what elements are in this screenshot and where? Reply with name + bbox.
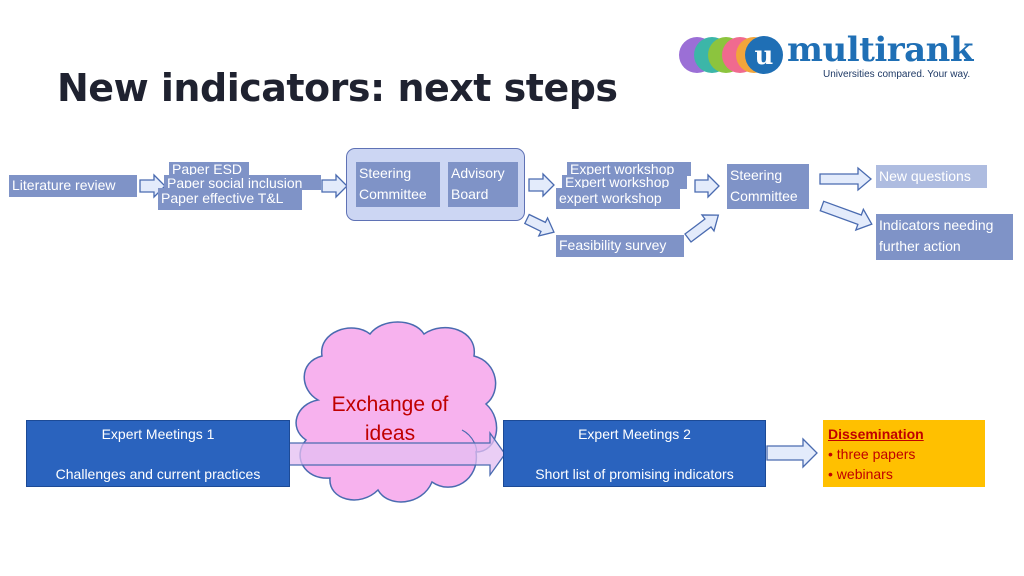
logo-tagline: Universities compared. Your way. bbox=[823, 69, 971, 80]
steering-committee-box: Steering Committee bbox=[356, 162, 440, 207]
arrow-icon bbox=[288, 430, 506, 478]
new-questions-box: New questions bbox=[876, 165, 987, 188]
dissemination-list: three papers webinars bbox=[828, 444, 980, 484]
arrow-icon bbox=[694, 173, 720, 199]
arrow-icon bbox=[766, 437, 818, 469]
arrow-icon bbox=[523, 213, 555, 237]
expert-meetings-1-box: Expert Meetings 1 Challenges and current… bbox=[26, 420, 290, 487]
feasibility-survey-box: Feasibility survey bbox=[556, 235, 684, 257]
advisory-board-box: Advisory Board bbox=[448, 162, 518, 207]
arrow-icon bbox=[528, 172, 555, 198]
logo-name: multirank bbox=[787, 30, 973, 70]
paper-effective-tl-box: Paper effective T&L bbox=[158, 188, 302, 210]
expert-meetings-1-subtitle: Challenges and current practices bbox=[55, 466, 261, 482]
indicators-action-box: Indicators needing further action bbox=[876, 214, 1013, 260]
logo-circles-icon: u bbox=[679, 36, 783, 74]
dissemination-item: webinars bbox=[828, 464, 980, 484]
arrow-icon bbox=[321, 173, 348, 199]
literature-review-box: Literature review bbox=[9, 175, 137, 197]
paper-esd-box: Paper ESD bbox=[169, 162, 249, 176]
arrow-icon bbox=[684, 214, 720, 243]
expert-meetings-2-title: Expert Meetings 2 bbox=[578, 426, 691, 442]
dissemination-item: three papers bbox=[828, 444, 980, 464]
steering-committee-2-box: Steering Committee bbox=[727, 164, 809, 209]
page-title: New indicators: next steps bbox=[57, 66, 618, 110]
expert-meetings-2-box: Expert Meetings 2 Short list of promisin… bbox=[503, 420, 766, 487]
expert-workshop-box-1: Expert workshop bbox=[567, 162, 691, 176]
arrow-icon bbox=[819, 200, 873, 232]
expert-workshop-box-2: Expert workshop bbox=[562, 175, 687, 189]
expert-meetings-2-subtitle: Short list of promising indicators bbox=[535, 466, 734, 482]
expert-workshop-box-3: expert workshop bbox=[556, 188, 680, 209]
paper-social-inclusion-box: Paper social inclusion bbox=[164, 175, 321, 190]
arrow-icon bbox=[819, 166, 873, 192]
dissemination-box: Dissemination three papers webinars bbox=[823, 420, 985, 487]
logo-letter: u bbox=[755, 41, 774, 71]
dissemination-title: Dissemination bbox=[828, 426, 924, 442]
exchange-of-ideas-label: Exchange of ideas bbox=[331, 393, 449, 445]
expert-meetings-1-title: Expert Meetings 1 bbox=[101, 426, 215, 442]
